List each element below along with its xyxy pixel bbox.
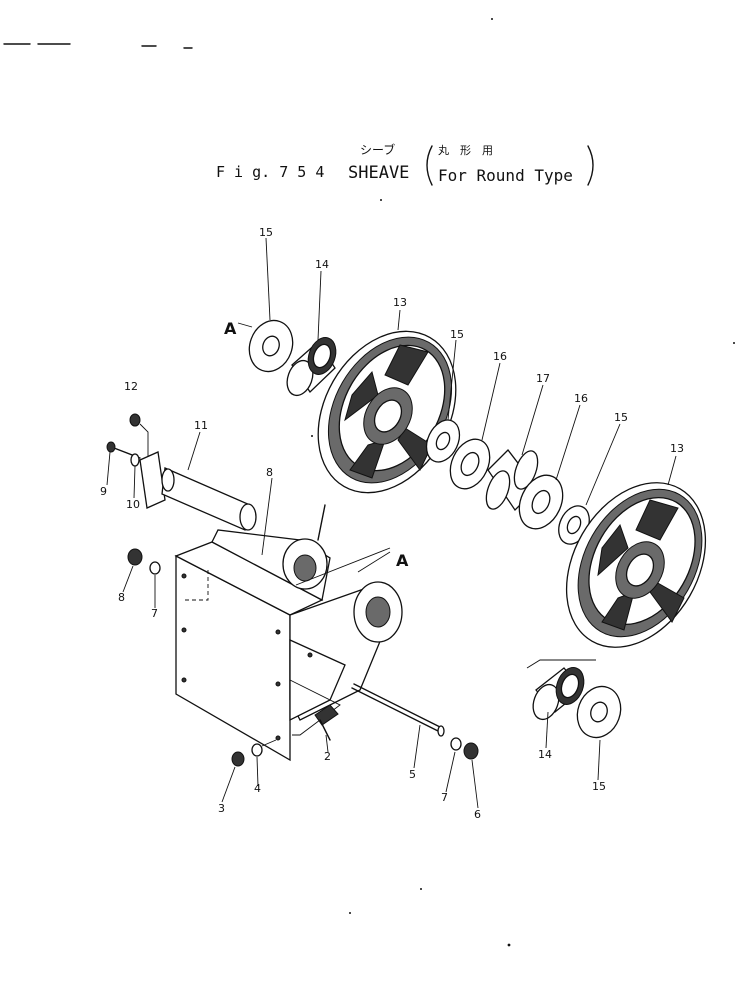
title-japanese: シーブ xyxy=(360,142,395,157)
label-13a: 13 xyxy=(393,296,407,309)
title-fig-number: F i g. 7 5 4 xyxy=(216,163,324,181)
label-11: 11 xyxy=(194,419,208,432)
label-5: 5 xyxy=(409,768,416,781)
specks xyxy=(311,18,735,947)
leader-lines xyxy=(106,237,677,809)
label-7b: 7 xyxy=(441,791,448,804)
label-14a: 14 xyxy=(315,258,329,271)
sheave-13-bottom xyxy=(565,482,707,648)
bracket-assembly xyxy=(174,504,403,762)
label-13b: 13 xyxy=(670,442,684,455)
figure-title: シーブ 丸 形 用 F i g. 7 5 4 SHEAVE For Round … xyxy=(216,142,594,186)
header-marks xyxy=(3,43,193,49)
nut-12 xyxy=(129,413,141,427)
seal-16-right xyxy=(518,474,564,530)
nut-8 xyxy=(127,548,143,566)
title-paren-right xyxy=(587,145,594,186)
part-numbers: 15 14 13 15 16 17 16 15 13 14 15 12 11 8… xyxy=(100,226,684,821)
bolt-2 xyxy=(314,704,339,741)
view-mark-a-bracket: A xyxy=(396,551,409,570)
label-8b: 8 xyxy=(266,466,273,479)
leader-12 xyxy=(139,423,149,456)
label-8a: 8 xyxy=(118,591,125,604)
label-15d: 15 xyxy=(592,780,606,793)
label-2: 2 xyxy=(324,750,331,763)
stud-5 xyxy=(307,652,445,737)
label-10: 10 xyxy=(126,498,140,511)
label-17: 17 xyxy=(536,372,550,385)
leader-14-bottom xyxy=(526,659,596,669)
label-3: 3 xyxy=(218,802,225,815)
view-mark-a-top: A xyxy=(224,319,237,338)
title-japanese-paren: 丸 形 用 xyxy=(438,144,493,157)
label-15b: 15 xyxy=(450,328,464,341)
label-6: 6 xyxy=(474,808,481,821)
label-16a: 16 xyxy=(493,350,507,363)
label-9: 9 xyxy=(100,485,107,498)
nut-3 xyxy=(231,751,245,767)
seal-16-left xyxy=(449,438,491,490)
bearing-14-bottom xyxy=(532,667,585,721)
nut-6 xyxy=(463,742,479,760)
title-paren-left xyxy=(426,145,433,186)
title-subtitle: For Round Type xyxy=(438,166,573,185)
washer-4 xyxy=(251,743,263,757)
title-name: SHEAVE xyxy=(348,163,409,183)
washer-15-middle xyxy=(425,419,461,463)
sheave-13-top xyxy=(317,330,457,494)
label-7a: 7 xyxy=(151,607,158,620)
label-12: 12 xyxy=(124,380,138,393)
label-16b: 16 xyxy=(574,392,588,405)
washer-15-top xyxy=(248,319,294,373)
label-15c: 15 xyxy=(614,411,628,424)
bolt-line-4 xyxy=(261,739,277,747)
pin-11 xyxy=(139,451,257,531)
label-4: 4 xyxy=(254,782,261,795)
washer-10 xyxy=(130,453,140,467)
label-15a: 15 xyxy=(259,226,273,239)
washer-15-bottom xyxy=(576,685,622,739)
bearing-14-top xyxy=(286,337,337,397)
label-14b: 14 xyxy=(538,748,552,761)
washer-7-right xyxy=(450,737,462,751)
washer-7-left xyxy=(149,561,161,575)
